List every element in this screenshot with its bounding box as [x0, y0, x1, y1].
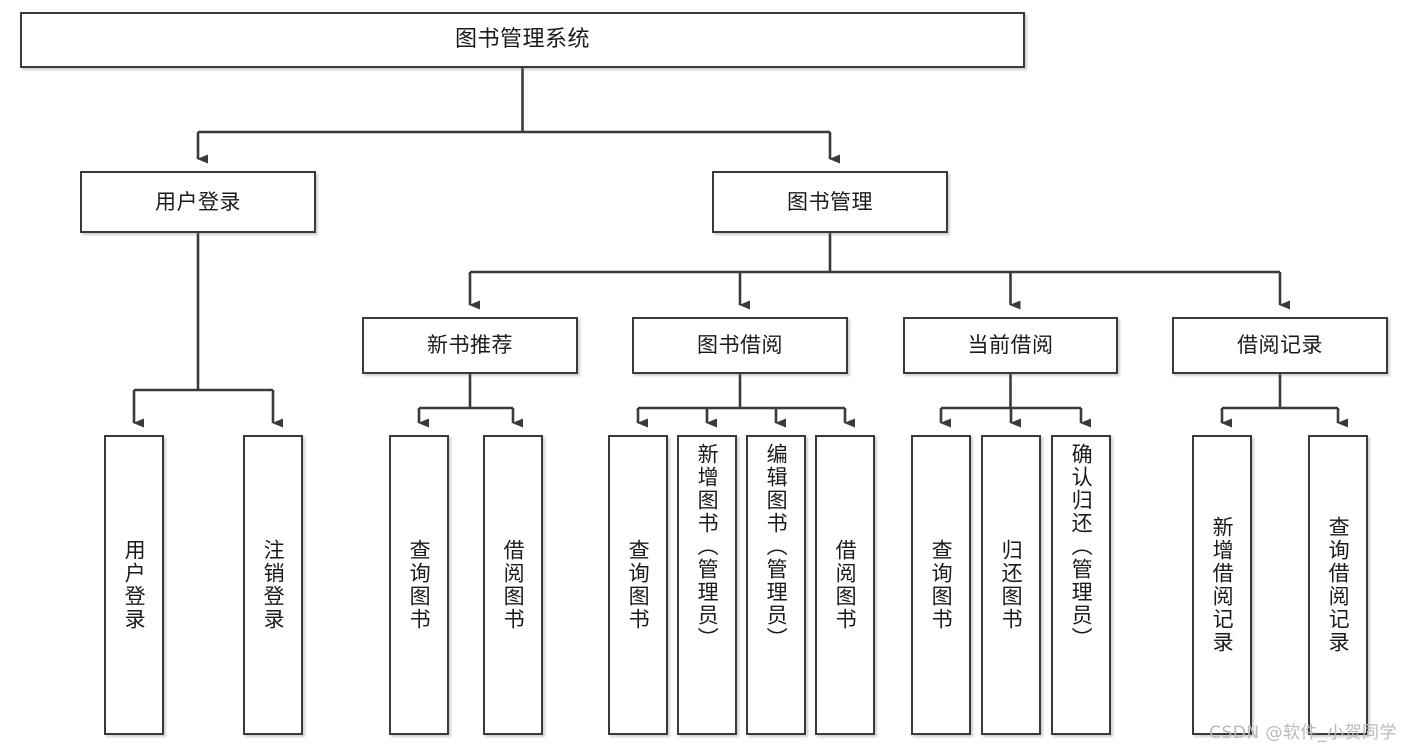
node-label-book-borrow: 图书借阅 [697, 333, 783, 358]
node-leaf-return-book[interactable]: 归还图书 [981, 435, 1041, 735]
node-label-leaf-return-book: 归还图书 [999, 539, 1024, 631]
node-label-leaf-user-login: 用户登录 [122, 539, 147, 631]
node-leaf-edit-book[interactable]: 编辑图书（管理员） [746, 435, 806, 735]
node-label-leaf-query-book-borrow: 查询图书 [626, 539, 651, 631]
node-leaf-query-book-cur[interactable]: 查询图书 [911, 435, 971, 735]
node-label-new-book-rec: 新书推荐 [427, 333, 513, 358]
node-book-manage[interactable]: 图书管理 [712, 171, 948, 233]
node-new-book-rec[interactable]: 新书推荐 [362, 317, 578, 374]
node-label-leaf-logout: 注销登录 [261, 539, 286, 631]
node-label-leaf-query-book-cur: 查询图书 [929, 539, 954, 631]
node-leaf-query-record[interactable]: 查询借阅记录 [1308, 435, 1368, 735]
node-label-book-manage: 图书管理 [787, 189, 873, 214]
node-leaf-confirm-return[interactable]: 确认归还（管理员） [1051, 435, 1111, 735]
node-leaf-query-book-rec[interactable]: 查询图书 [389, 435, 449, 735]
node-label-leaf-query-record: 查询借阅记录 [1326, 516, 1351, 654]
node-label-user-login: 用户登录 [155, 189, 241, 214]
node-borrow-record[interactable]: 借阅记录 [1172, 317, 1388, 374]
node-label-leaf-add-record: 新增借阅记录 [1210, 516, 1235, 654]
node-label-leaf-confirm-return: 确认归还（管理员） [1069, 443, 1094, 650]
node-leaf-add-record[interactable]: 新增借阅记录 [1192, 435, 1252, 735]
node-user-login[interactable]: 用户登录 [80, 171, 316, 233]
node-label-leaf-borrow-book-rec: 借阅图书 [501, 539, 526, 631]
node-label-leaf-add-book: 新增图书（管理员） [695, 443, 720, 650]
node-label-root: 图书管理系统 [454, 27, 590, 53]
node-label-leaf-edit-book: 编辑图书（管理员） [764, 443, 789, 650]
csdn-watermark: CSDN @软件_小贺同学 [1209, 723, 1397, 743]
node-book-borrow[interactable]: 图书借阅 [632, 317, 848, 374]
node-current-borrow[interactable]: 当前借阅 [903, 317, 1118, 374]
node-leaf-borrow-book[interactable]: 借阅图书 [815, 435, 875, 735]
node-label-current-borrow: 当前借阅 [967, 333, 1054, 358]
node-label-borrow-record: 借阅记录 [1237, 333, 1323, 358]
node-label-leaf-query-book-rec: 查询图书 [407, 539, 432, 631]
node-root[interactable]: 图书管理系统 [20, 12, 1025, 68]
node-leaf-add-book[interactable]: 新增图书（管理员） [677, 435, 737, 735]
node-label-leaf-borrow-book: 借阅图书 [833, 539, 858, 631]
node-leaf-query-book-borrow[interactable]: 查询图书 [608, 435, 668, 735]
node-leaf-borrow-book-rec[interactable]: 借阅图书 [483, 435, 543, 735]
node-leaf-logout[interactable]: 注销登录 [243, 435, 303, 735]
node-leaf-user-login[interactable]: 用户登录 [104, 435, 164, 735]
